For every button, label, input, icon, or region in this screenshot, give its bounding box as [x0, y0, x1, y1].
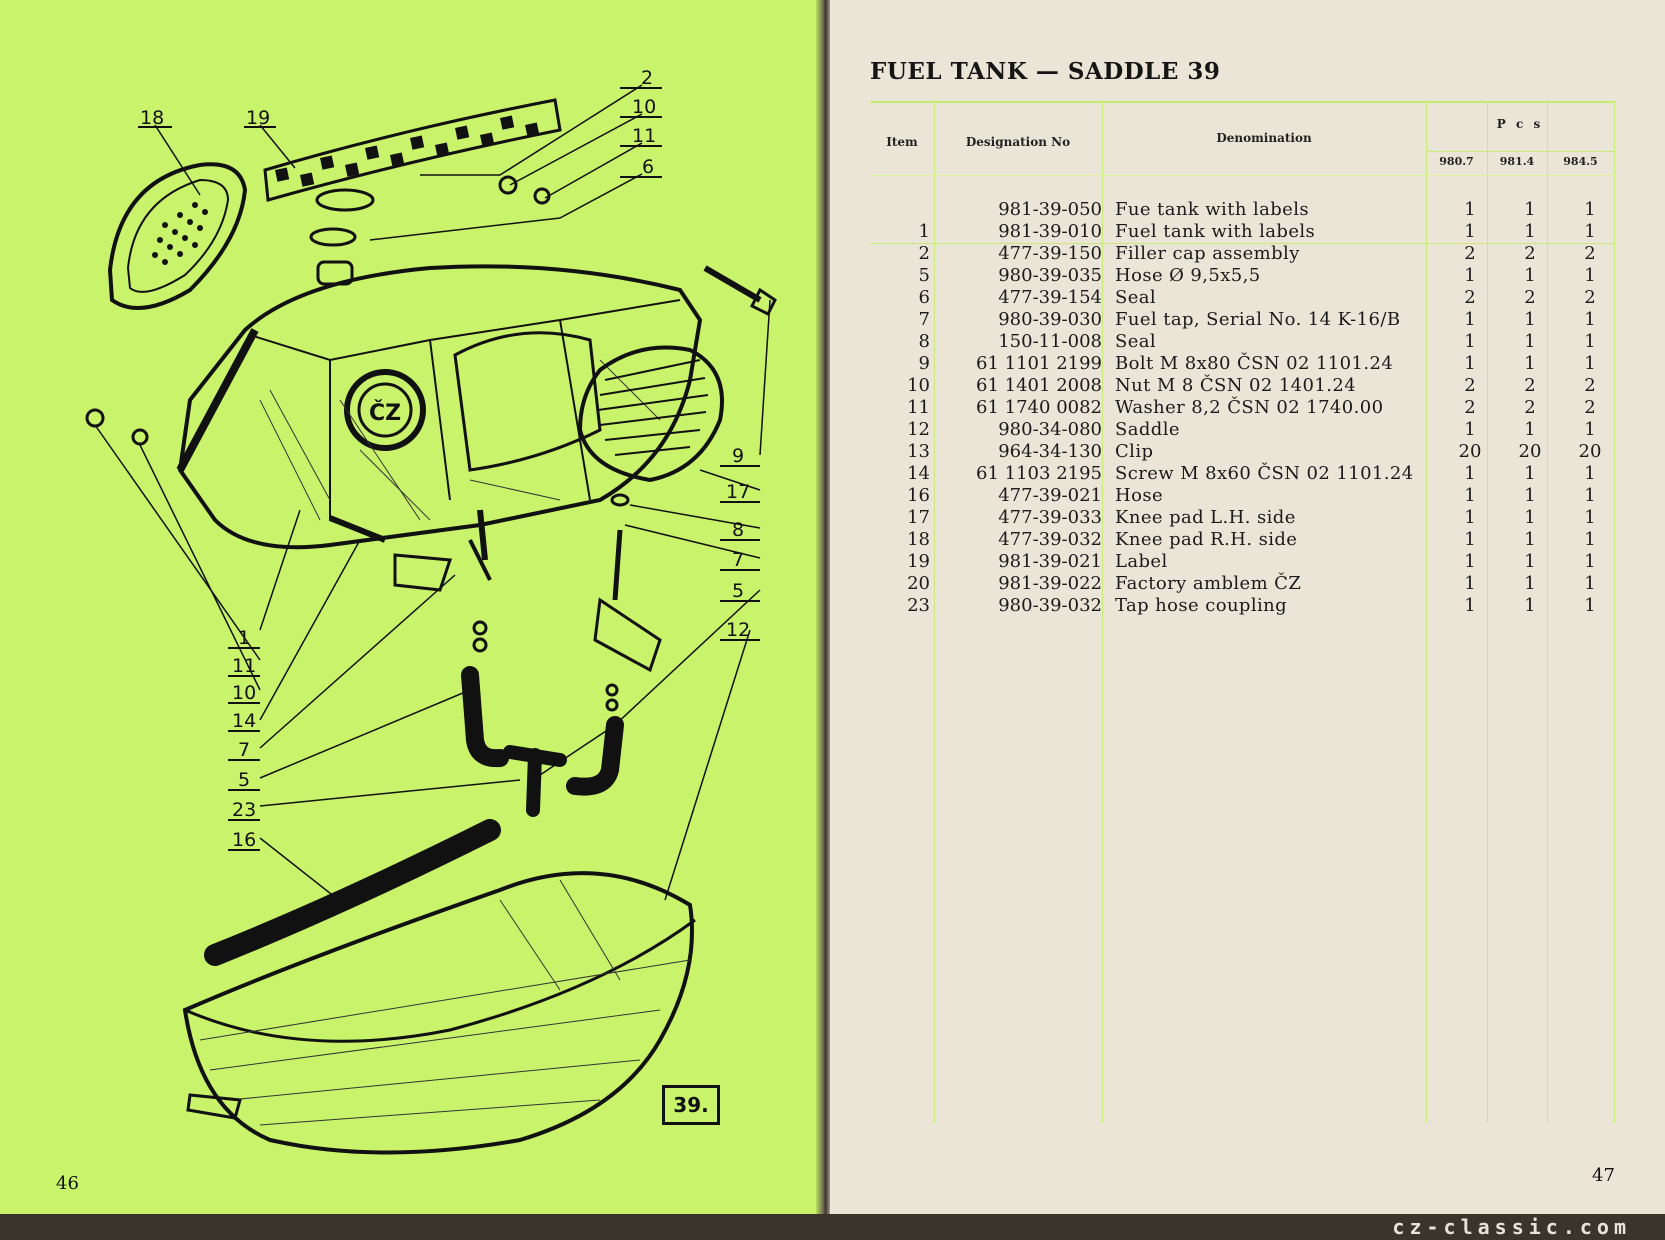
callout-11: 11 [632, 125, 656, 147]
callout-5-right: 5 [732, 580, 744, 602]
callout-10-left: 10 [232, 682, 256, 704]
callout-7-left: 7 [238, 739, 250, 761]
callout-18: 18 [140, 107, 164, 129]
callout-16: 16 [232, 829, 256, 851]
page-number-left: 46 [56, 1173, 79, 1194]
figure-number-box: 39. [662, 1085, 720, 1125]
left-page: ČZ 18 19 2 10 11 6 9 17 8 7 5 12 1 11 10… [0, 0, 822, 1240]
scan-edge [0, 1214, 1665, 1240]
callout-2: 2 [641, 67, 653, 89]
header-model-984-5: 984.5 [1563, 155, 1598, 168]
callout-1: 1 [238, 627, 250, 649]
callout-6: 6 [642, 156, 654, 178]
callout-17: 17 [726, 481, 750, 503]
right-page [830, 0, 1665, 1240]
callout-11-left: 11 [232, 655, 256, 677]
callout-8: 8 [732, 519, 744, 541]
header-model-980-7: 980.7 [1439, 155, 1474, 168]
header-pcs: P c s [1496, 117, 1544, 131]
parts-table: Item Designation No Denomination P c s 9… [870, 101, 1615, 1123]
header-denomination: Denomination [1216, 131, 1312, 145]
callout-9: 9 [732, 445, 744, 467]
saddle-12-drawing [182, 871, 696, 1155]
knee-pad-18-drawing [107, 162, 248, 310]
knee-pad-17-drawing [577, 345, 724, 483]
watermark: cz-classic.com [1392, 1215, 1631, 1239]
callout-12: 12 [726, 619, 750, 641]
callout-19: 19 [246, 107, 270, 129]
callout-23: 23 [232, 799, 256, 821]
header-model-981-4: 981.4 [1499, 155, 1535, 168]
header-designation: Designation No [965, 135, 1071, 149]
fuel-tank-1-drawing [176, 264, 703, 550]
callout-7-right: 7 [732, 549, 744, 571]
exploded-parts-diagram: ČZ 18 19 2 10 11 6 9 17 8 7 5 12 1 11 10… [85, 67, 777, 1155]
header-item: Item [886, 135, 918, 149]
callout-10: 10 [632, 96, 656, 118]
page-number-right: 47 [1592, 1165, 1615, 1186]
callout-14: 14 [232, 710, 256, 732]
label-strip-19-drawing [263, 98, 562, 202]
book-gutter [816, 0, 832, 1240]
page-title: FUEL TANK — SADDLE 39 [870, 58, 1221, 85]
callout-5-left: 5 [238, 769, 250, 791]
emblem-text: ČZ [369, 400, 401, 426]
